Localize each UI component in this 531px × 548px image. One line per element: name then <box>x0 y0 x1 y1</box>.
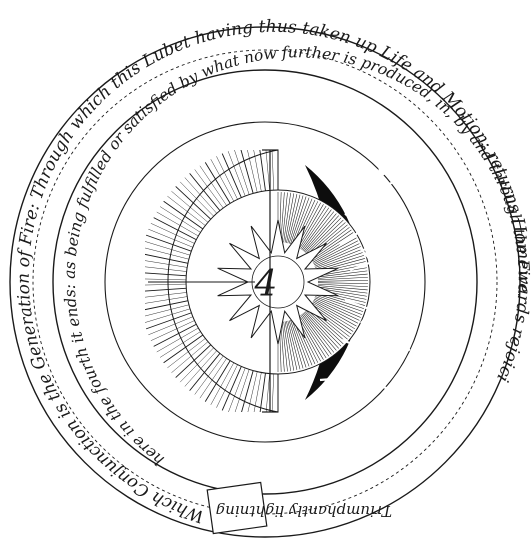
svg-text:4: 4 <box>254 264 278 305</box>
svg-text:Triumphantly lightning: Triumphantly lightning <box>216 502 392 520</box>
bottom-band: Triumphantly lightning <box>216 502 392 520</box>
bottom-band-text: Triumphantly lightning <box>216 502 392 520</box>
center-symbol: 4 <box>254 264 278 305</box>
center-glyph: 4 <box>254 264 278 305</box>
